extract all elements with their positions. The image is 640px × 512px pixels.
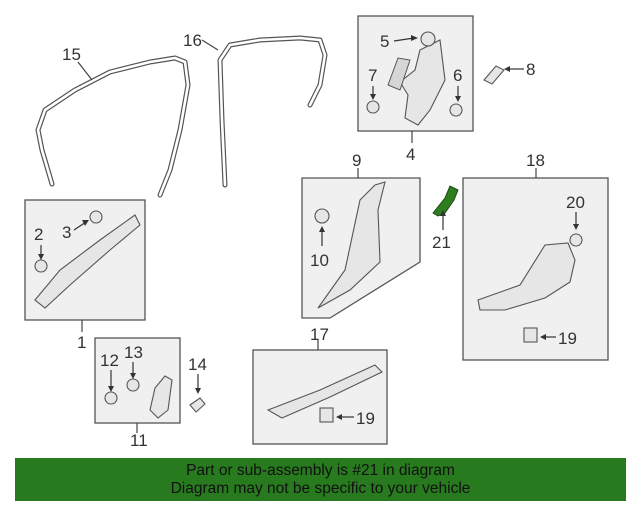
part-21-highlighted[interactable] bbox=[432, 185, 459, 217]
banner-line-2: Diagram may not be specific to your vehi… bbox=[170, 480, 471, 497]
callout-15: 15 bbox=[62, 45, 81, 64]
callout-19b: 19 bbox=[356, 409, 375, 428]
callout-14: 14 bbox=[188, 355, 207, 374]
weatherstrip-front-door[interactable] bbox=[35, 55, 191, 198]
part-12-clip[interactable] bbox=[104, 391, 118, 405]
part-19-clip-b[interactable] bbox=[319, 407, 334, 423]
callout-20: 20 bbox=[566, 193, 585, 212]
callout-17: 17 bbox=[310, 325, 329, 344]
callout-19a: 19 bbox=[558, 329, 577, 348]
callout-8: 8 bbox=[526, 60, 535, 79]
callout-2: 2 bbox=[34, 225, 43, 244]
part-11-trim[interactable] bbox=[149, 375, 173, 419]
callout-12: 12 bbox=[100, 351, 119, 370]
part-20-clip[interactable] bbox=[569, 233, 583, 247]
part-5-clip[interactable] bbox=[420, 31, 436, 47]
callout-13: 13 bbox=[124, 343, 143, 362]
part-9-pillar-trim[interactable] bbox=[317, 181, 386, 309]
callout-18: 18 bbox=[526, 151, 545, 170]
callout-11: 11 bbox=[130, 431, 148, 450]
callout-7: 7 bbox=[368, 66, 377, 85]
part-4-pillar-trim[interactable] bbox=[399, 39, 446, 126]
callout-21: 21 bbox=[432, 233, 451, 252]
part-19-clip-a[interactable] bbox=[523, 327, 538, 343]
part-6-bolt[interactable] bbox=[449, 103, 463, 117]
banner-line-1: Part or sub-assembly is #21 in diagram bbox=[186, 462, 455, 479]
part-14-screw[interactable] bbox=[189, 397, 206, 413]
part-2-clip[interactable] bbox=[34, 259, 48, 273]
callout-1: 1 bbox=[77, 333, 86, 352]
part-3-clip[interactable] bbox=[89, 210, 103, 224]
callout-10: 10 bbox=[310, 251, 329, 270]
part-18-quarter-trim[interactable] bbox=[477, 242, 576, 311]
callout-3: 3 bbox=[62, 223, 71, 242]
part-8-clip[interactable] bbox=[483, 65, 505, 85]
part-13-clip[interactable] bbox=[126, 378, 140, 392]
part-10-clip[interactable] bbox=[314, 208, 330, 224]
callout-4: 4 bbox=[406, 145, 415, 164]
info-banner: Part or sub-assembly is #21 in diagram D… bbox=[15, 458, 626, 501]
part-7-clip[interactable] bbox=[366, 100, 380, 114]
callout-5: 5 bbox=[380, 32, 389, 51]
callout-9: 9 bbox=[352, 151, 361, 170]
part-17-scuff-plate[interactable] bbox=[266, 364, 383, 419]
callout-6: 6 bbox=[453, 66, 462, 85]
callout-16: 16 bbox=[183, 31, 202, 50]
weatherstrip-rear-door[interactable] bbox=[217, 35, 328, 188]
part-7-pad[interactable] bbox=[387, 57, 411, 91]
part-1-pillar-trim[interactable] bbox=[34, 214, 141, 309]
